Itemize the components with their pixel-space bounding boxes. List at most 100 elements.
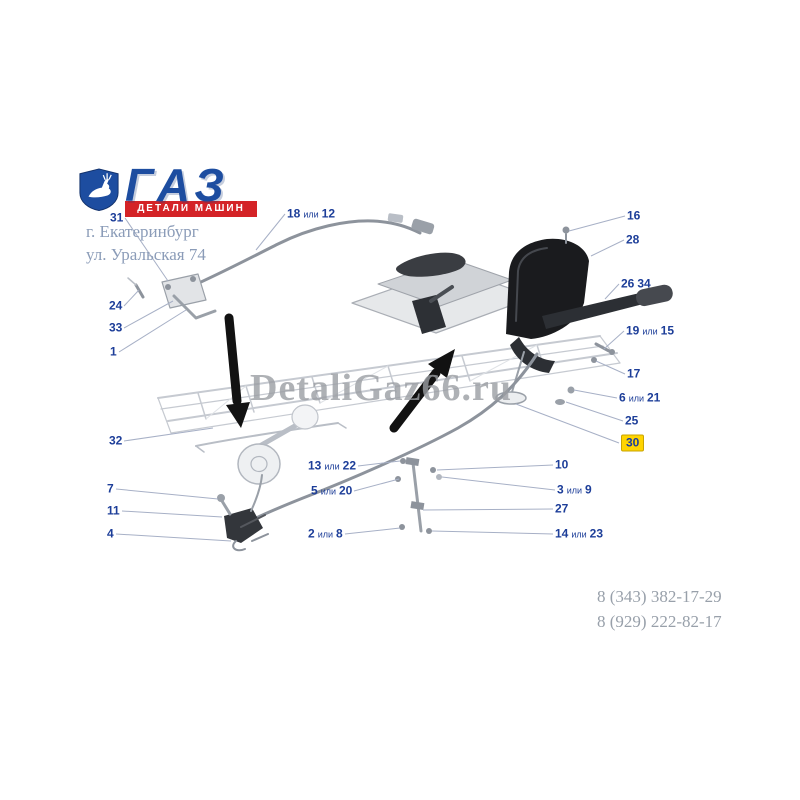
rear-brake-cable [239,352,539,534]
seat-floor-assembly [351,252,535,334]
phone-number-1: 8 (343) 382-17-29 [597,587,722,606]
logo-banner: ДЕТАЛИ МАШИН [125,201,257,217]
leader-line [595,360,626,375]
part-number: 31 [110,210,124,225]
leader-line [118,309,187,353]
part-number: 24 [109,298,123,313]
part-number: 13 [308,458,322,473]
direction-arrow-down [224,313,250,428]
leader-line [121,510,223,518]
part-number: 2 [308,526,315,541]
part-number: 30 [626,435,640,450]
part-number: 22 [342,458,357,473]
front-brake-cable [127,213,435,320]
part-number: 5 [311,483,318,498]
leader-line [603,330,625,350]
leader-line [123,289,140,307]
leader-line [123,427,214,442]
leader-line [431,530,554,535]
logo-text: ГАЗ [125,159,230,211]
store-address: г. Екатеринбург ул. Уральская 74 [86,220,206,266]
part-number: 3 [557,482,564,497]
part-number: 27 [555,501,569,516]
callout-7: 7 [107,482,114,497]
part-number: 16 [627,208,641,223]
callout-16: 16 [627,209,640,224]
part-number: 1 [110,344,117,359]
part-number: 10 [555,457,569,472]
leader-line [124,217,169,282]
part-number: 19 [626,323,640,338]
part-number: 20 [339,483,353,498]
callout-32: 32 [109,434,122,449]
leader-line [441,476,556,491]
callout-33: 33 [109,321,122,336]
part-number: 11 [107,503,120,518]
part-number: 32 [109,433,123,448]
part-number: 12 [321,206,336,221]
leader-line [568,215,626,232]
leader-line [123,300,174,329]
phone-number-2: 8 (929) 222-82-17 [597,612,722,631]
callout-28: 28 [626,233,639,248]
leader-line [357,460,401,467]
leader-line [353,478,400,492]
leader-line [573,389,618,399]
or-word: или [571,529,587,540]
leader-line [515,403,620,444]
leader-line [604,283,620,300]
callout-30: 30 [621,434,645,452]
leader-line [422,508,554,511]
store-phones: 8 (343) 382-17-29 8 (929) 222-82-17 [597,584,722,634]
logo-text-block: ГАЗ ДЕТАЛИ МАШИН [125,159,257,217]
callout-10: 10 [555,458,568,473]
callout-31: 31 [110,211,123,226]
part-number: 23 [589,526,604,541]
leader-line [436,464,554,471]
part-number: 9 [585,482,592,497]
callout-25: 25 [625,414,638,429]
part-number: 7 [107,481,114,496]
or-word: или [642,326,658,337]
equalizer-assembly [217,474,269,552]
part-number: 18 [287,206,301,221]
or-word: или [324,461,340,472]
part-number: 28 [626,232,640,247]
part-number: 15 [660,323,675,338]
part-number: 33 [109,320,123,335]
leader-line [115,488,219,500]
callout-24: 24 [109,299,122,314]
leader-line [255,213,286,251]
direction-arrow-up-right [389,349,455,433]
callout-27: 27 [555,502,568,517]
callout-1: 1 [110,345,117,360]
or-word: или [303,209,319,220]
gaz-logo-icon [79,168,119,211]
part-number: 14 [555,526,569,541]
or-word: или [566,485,582,496]
part-number: 21 [647,390,661,405]
callout-17: 17 [627,367,640,382]
leader-line [590,239,625,257]
callout-11: 11 [107,504,120,519]
address-line1: г. Екатеринбург [86,222,199,241]
part-number: 25 [625,413,639,428]
part-number: 8 [336,526,343,541]
leader-line [115,533,232,542]
callout-4: 4 [107,527,114,542]
leader-line [344,527,401,535]
address-line2: ул. Уральская 74 [86,245,206,264]
gaz-logo: ГАЗ ДЕТАЛИ МАШИН [78,159,257,217]
or-word: или [317,529,333,540]
part-number: 4 [107,526,114,541]
